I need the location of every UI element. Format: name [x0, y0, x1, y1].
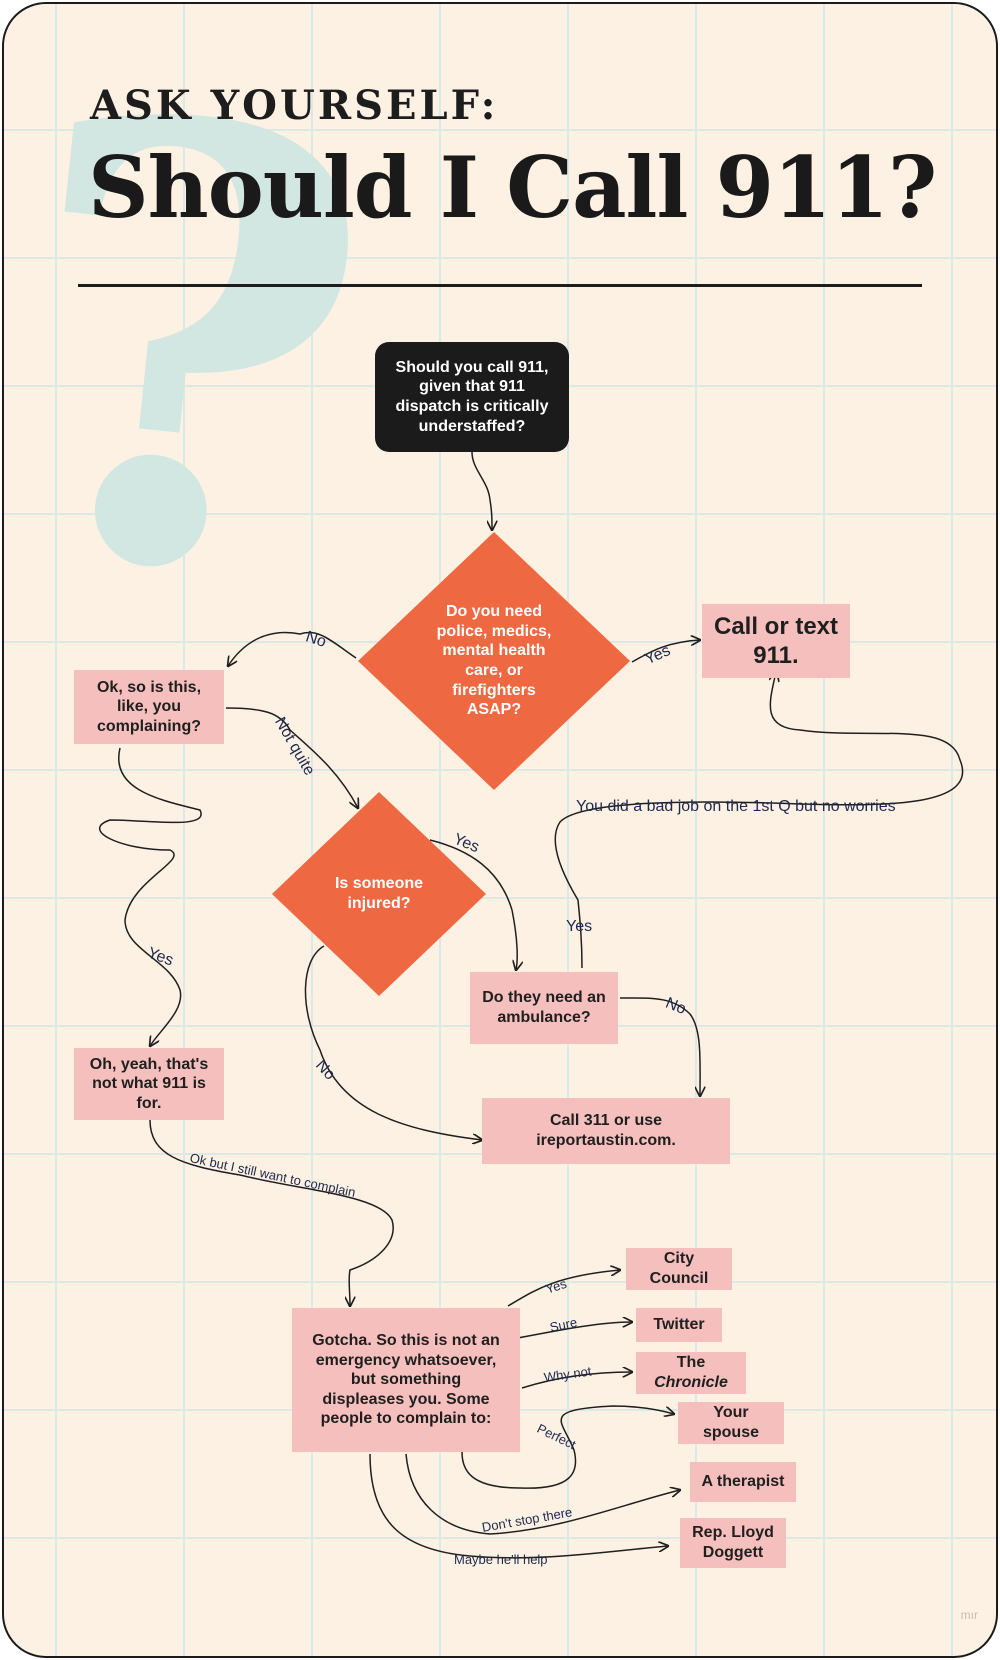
edge-label-maybe: Maybe he'll help [454, 1552, 548, 1567]
decision-injured-text: Is someone injured? [334, 875, 424, 912]
edge-label-bad-job: You did a bad job on the 1st Q but no wo… [576, 798, 896, 815]
spouse-box: Your spouse [678, 1402, 784, 1444]
arrow-to-doggett [369, 1453, 668, 1559]
arrow-need-help-yes [631, 640, 700, 663]
call-311-box: Call 311 or use ireportaustin.com. [482, 1098, 730, 1164]
diamond-shape [358, 532, 630, 790]
city-council-box: City Council [626, 1248, 732, 1290]
decision-injured: Is someone injured? [272, 792, 486, 996]
chronicle-name: Chronicle [654, 1374, 728, 1391]
arrow-ambulance-no [619, 997, 700, 1096]
arrow-need-help-no [228, 631, 357, 666]
diamond-shape [272, 792, 486, 996]
doggett-box: Rep. Lloyd Doggett [680, 1518, 786, 1568]
arrow-to-twitter [517, 1322, 632, 1339]
ambulance-question-box: Do they need an ambulance? [470, 972, 618, 1044]
decision-need-help: Do you need police, medics, mental healt… [358, 532, 630, 790]
page-title: Should I Call 911? [88, 138, 937, 237]
arrow-complaining-yes [98, 747, 202, 1046]
kicker-heading: ASK YOURSELF: [90, 82, 499, 129]
not-for-911-box: Oh, yeah, that's not what 911 is for. [74, 1048, 224, 1120]
arrow-ambulance-yes [554, 672, 964, 969]
call-911-box: Call or text 911. [702, 604, 850, 678]
chronicle-box: The Chronicle [636, 1352, 746, 1394]
twitter-box: Twitter [636, 1308, 722, 1342]
arrow-injured-no [304, 945, 482, 1140]
chronicle-the: The [676, 1354, 706, 1372]
arrow-to-city-council [507, 1270, 620, 1307]
edge-label-yes-ambulance: Yes [566, 918, 593, 935]
decision-need-help-text: Do you need police, medics, mental healt… [436, 603, 552, 719]
title-divider [78, 284, 922, 287]
therapist-box: A therapist [690, 1462, 796, 1502]
credit-mark: mır [960, 1608, 978, 1622]
arrow-to-spouse [461, 1405, 674, 1489]
arrow-start-to-need-help [471, 451, 492, 530]
gotcha-box: Gotcha. So this is not an emergency what… [292, 1308, 520, 1452]
arrow-to-therapist [405, 1453, 680, 1535]
arrow-injured-yes [429, 839, 517, 970]
arrow-to-chronicle [521, 1372, 632, 1389]
start-question-box: Should you call 911, given that 911 disp… [375, 342, 569, 452]
arrow-not-for-still-complain [149, 1119, 394, 1306]
complaining-question-box: Ok, so is this, like, you complaining? [74, 670, 224, 744]
arrow-complaining-not-quite [225, 707, 358, 808]
